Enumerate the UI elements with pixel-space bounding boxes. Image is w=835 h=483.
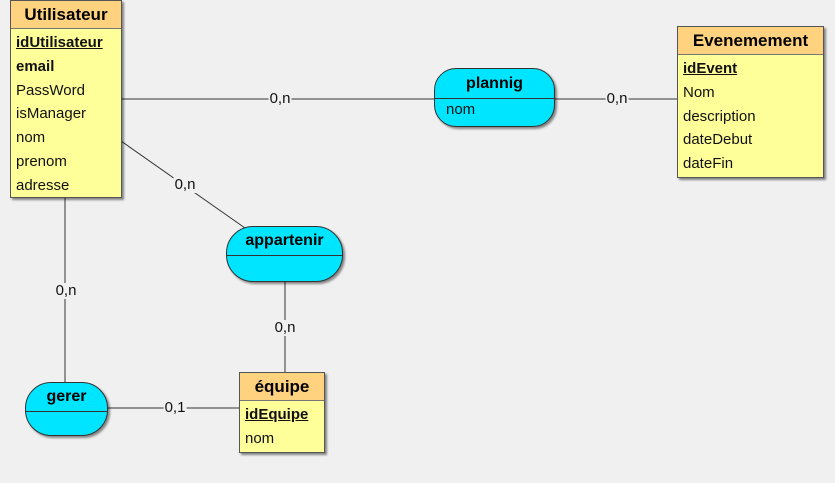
attribute-list: idUtilisateur email PassWord isManager n… (11, 29, 121, 201)
attribute-primary-key: idEvent (683, 60, 738, 77)
attribute: adresse (16, 176, 70, 194)
association-title: appartenir (227, 227, 342, 256)
cardinality-equipe-appartenir: 0,n (273, 319, 297, 336)
entity-evenement[interactable]: Evenemement idEvent Nom description date… (677, 26, 824, 178)
attribute: PassWord (16, 81, 85, 99)
attribute: isManager (16, 105, 87, 123)
attribute: email (16, 57, 55, 75)
cardinality-utilisateur-gerer: 0,n (54, 282, 78, 299)
attribute: nom (245, 429, 275, 447)
attribute: dateDebut (683, 131, 753, 149)
attribute-list: idEvent Nom description dateDebut dateFi… (678, 55, 823, 179)
attribute-primary-key: idEquipe (245, 406, 309, 423)
entity-title: Utilisateur (11, 1, 121, 29)
association-gerer[interactable]: gerer (25, 382, 108, 436)
entity-title: Evenemement (678, 27, 823, 55)
association-title: plannig (435, 69, 554, 99)
attribute-primary-key: idUtilisateur (16, 34, 103, 51)
attribute: dateFin (683, 155, 734, 173)
entity-equipe[interactable]: équipe idEquipe nom (239, 372, 325, 453)
entity-title: équipe (240, 373, 324, 401)
association-attribute: nom (446, 101, 476, 118)
association-appartenir[interactable]: appartenir (226, 226, 343, 282)
entity-utilisateur[interactable]: Utilisateur idUtilisateur email PassWord… (10, 0, 122, 198)
cardinality-utilisateur-plannig: 0,n (268, 90, 292, 107)
attribute-list: idEquipe nom (240, 401, 324, 454)
cardinality-utilisateur-appartenir: 0,n (173, 176, 197, 193)
attribute: description (683, 107, 756, 125)
cardinality-evenement-plannig: 0,n (605, 90, 629, 107)
attribute: Nom (683, 83, 715, 101)
cardinality-equipe-gerer: 0,1 (163, 399, 187, 416)
attribute: prenom (16, 152, 67, 170)
attribute: nom (16, 129, 46, 147)
association-title: gerer (26, 383, 107, 412)
association-plannig[interactable]: plannig nom (434, 68, 555, 127)
